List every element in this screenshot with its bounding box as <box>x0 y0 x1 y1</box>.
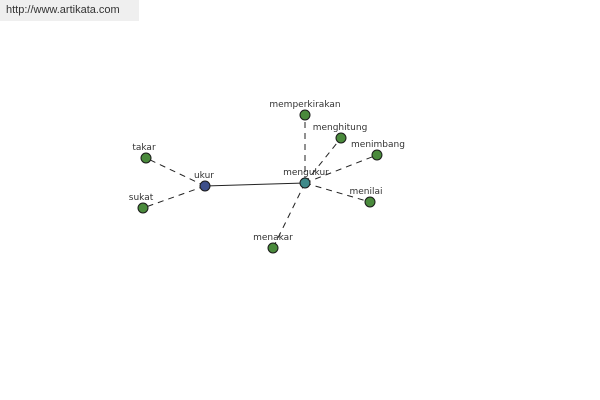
node-ukur[interactable]: ukur <box>194 171 214 192</box>
edge-mengukur-menghitung <box>304 137 342 184</box>
edge-mengukur-menilai <box>304 182 371 203</box>
node-label-memperkirakan: memperkirakan <box>269 100 340 110</box>
node-menimbang[interactable]: menimbang <box>351 140 405 161</box>
node-dot-menakar[interactable] <box>267 242 279 254</box>
node-dot-ukur[interactable] <box>199 180 211 192</box>
node-label-menghitung: menghitung <box>313 123 368 133</box>
node-label-sukat: sukat <box>129 193 154 203</box>
node-menghitung[interactable]: menghitung <box>313 123 368 144</box>
node-dot-menimbang[interactable] <box>371 149 383 161</box>
node-dot-memperkirakan[interactable] <box>299 109 311 121</box>
node-label-menimbang: menimbang <box>351 140 405 150</box>
node-label-mengukur: mengukur <box>283 168 329 178</box>
source-url-banner[interactable]: http://www.artikata.com <box>0 0 139 21</box>
edges-layer <box>142 115 378 249</box>
node-sukat[interactable]: sukat <box>129 193 154 214</box>
node-label-takar: takar <box>132 143 156 153</box>
node-mengukur[interactable]: mengukur <box>283 168 329 189</box>
edge-mengukur-menimbang <box>304 154 378 184</box>
node-takar[interactable]: takar <box>132 143 156 164</box>
node-dot-mengukur[interactable] <box>299 177 311 189</box>
node-menilai[interactable]: menilai <box>349 187 383 208</box>
node-dot-menghitung[interactable] <box>335 132 347 144</box>
node-memperkirakan[interactable]: memperkirakan <box>269 100 341 121</box>
node-menakar[interactable]: menakar <box>253 233 293 254</box>
node-label-menakar: menakar <box>253 233 293 243</box>
edge-ukur-mengukur <box>204 182 306 187</box>
node-dot-menilai[interactable] <box>364 196 376 208</box>
node-label-menilai: menilai <box>349 187 382 197</box>
node-dot-sukat[interactable] <box>137 202 149 214</box>
node-label-ukur: ukur <box>194 171 214 181</box>
edge-mengukur-menakar <box>272 182 306 249</box>
node-dot-takar[interactable] <box>140 152 152 164</box>
nodes-layer: ukur mengukur takar sukat memperkirakan mengh… <box>129 100 405 254</box>
